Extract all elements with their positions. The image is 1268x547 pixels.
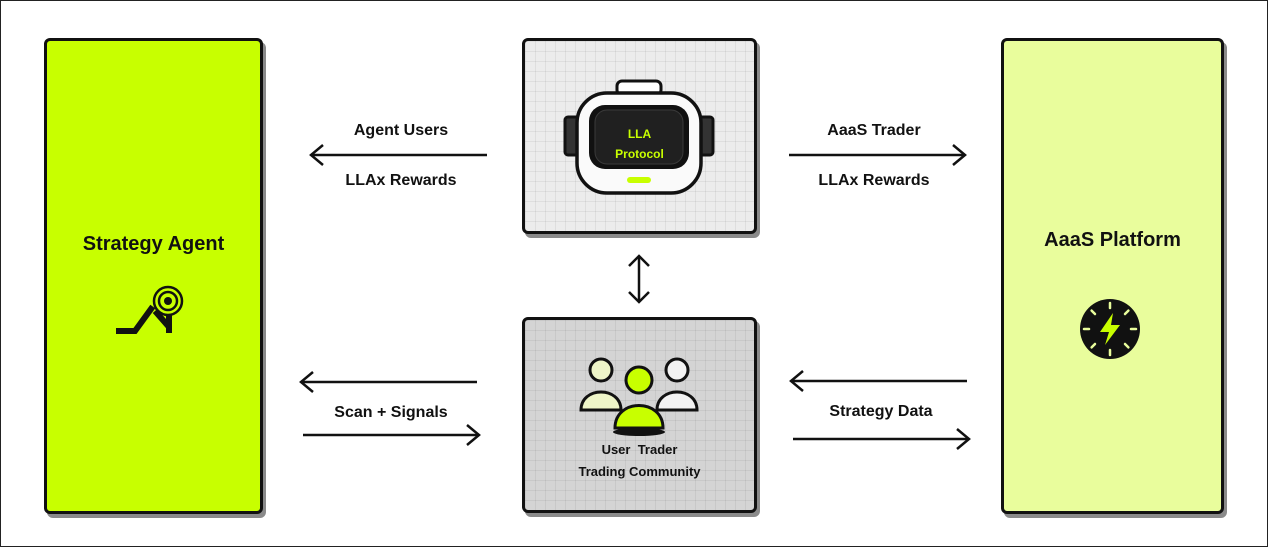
strategy-data-label: Strategy Data (829, 403, 933, 420)
arrow-signals-to-agent (299, 371, 477, 393)
arrow-agent-to-community (303, 424, 481, 446)
strategy-signal-icon (116, 285, 184, 334)
protocol-label: Protocol (615, 147, 664, 161)
llax-rewards-left-label: LLAx Rewards (345, 172, 457, 189)
trading-community-box: User Trader Trading Community (522, 317, 757, 513)
llax-rewards-right-label: LLAx Rewards (818, 172, 930, 189)
aaas-trader-label: AaaS Trader (827, 122, 921, 139)
lightning-clock-icon (1080, 299, 1140, 359)
arrow-platform-to-community (789, 370, 967, 392)
robot-head-icon (563, 79, 715, 195)
arrow-community-to-platform (793, 428, 971, 450)
lla-protocol-box: LLA Protocol (522, 38, 757, 234)
aaas-platform-panel: AaaS Platform (1001, 38, 1224, 514)
strategy-agent-panel: Strategy Agent (44, 38, 263, 514)
users-group-icon (579, 357, 699, 436)
arrow-to-aaas-platform (789, 144, 967, 166)
arrow-to-strategy-agent (309, 144, 487, 166)
vertical-double-arrow (628, 254, 650, 304)
agent-users-label: Agent Users (353, 122, 449, 139)
aaas-platform-title: AaaS Platform (1044, 229, 1181, 251)
strategy-agent-title: Strategy Agent (82, 233, 225, 255)
user-trader-label: User Trader (601, 442, 678, 457)
lla-label: LLA (627, 127, 652, 141)
scan-signals-label: Scan + Signals (334, 404, 448, 421)
trading-community-label: Trading Community (578, 464, 701, 479)
